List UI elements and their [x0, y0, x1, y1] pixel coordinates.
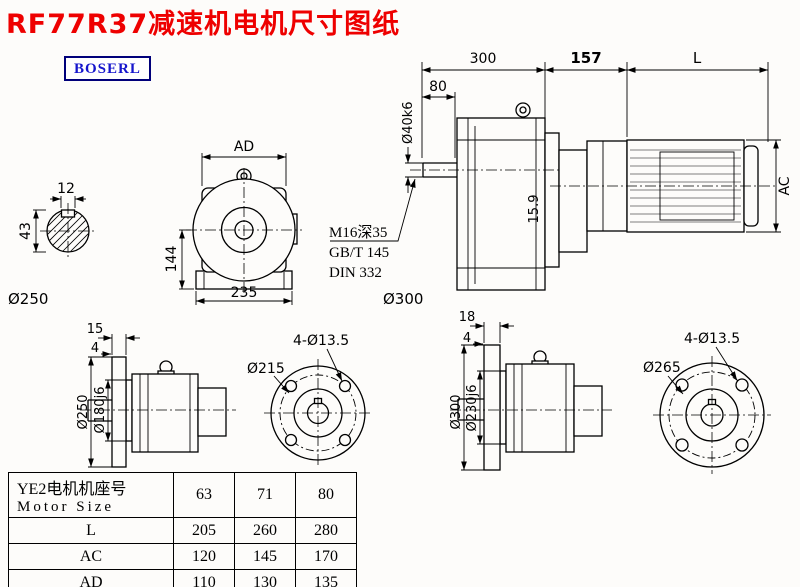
lifting-eye-icon [515, 102, 531, 118]
spigot-step [499, 370, 507, 445]
flange-view-large: 4-Ø13.5 Ø265 [643, 331, 771, 474]
dim-ad-label: AD [234, 139, 254, 155]
dim-144-label: 144 [164, 246, 180, 273]
cell-value: 110 [173, 569, 235, 587]
output-shaft [422, 162, 457, 178]
motor-size-table: YE2电机机座号 Motor Size 63 71 80 L 205 260 2… [8, 472, 357, 587]
gearbox-body [131, 373, 199, 453]
cell-value: 170 [295, 543, 357, 570]
cell-value: 130 [234, 569, 296, 587]
cell-value: 120 [173, 543, 235, 570]
flange-od-label-large: Ø300 [383, 290, 423, 308]
table-header-row: YE2电机机座号 Motor Size 63 71 80 [8, 472, 357, 518]
dim-300-label: 300 [470, 51, 497, 67]
dim-ac-label: AC [777, 176, 793, 195]
dim-flange-od-label: Ø300 [449, 394, 464, 429]
dim-4-label: 4 [463, 331, 471, 346]
motor-size-80: 80 [295, 472, 357, 518]
table-row-l: L 205 260 280 [8, 517, 357, 544]
note-gb-label: GB/T 145 [329, 245, 389, 261]
motor-size-71: 71 [234, 472, 296, 518]
side-view-small-flange: 15 4 Ø250 Ø180j6 [76, 322, 236, 468]
rear-housing [573, 385, 603, 437]
dim-4-label: 4 [91, 341, 99, 356]
bolt-circle-label: Ø215 [247, 361, 285, 377]
dim-l-label: L [693, 49, 702, 67]
main-assembly-view: 300 157 L 80 Ø40k6 15.9 AC [401, 49, 793, 291]
brand-logo: BOSERL [64, 56, 151, 81]
table-header-cell: YE2电机机座号 Motor Size [8, 472, 174, 518]
cell-value: 145 [234, 543, 296, 570]
note-thread-label: M16深35 [329, 224, 387, 241]
table-header-en: Motor Size [17, 498, 115, 515]
dim-235-label: 235 [231, 285, 258, 301]
motor-size-63: 63 [173, 472, 235, 518]
row-label: AD [8, 569, 174, 587]
page-title: RF77R37减速机电机尺寸图纸 [6, 9, 401, 40]
dim-key-height-label: 15.9 [527, 195, 542, 224]
bolt-holes-label: 4-Ø13.5 [293, 333, 349, 349]
cell-value: 205 [173, 517, 235, 544]
dim-shaft-label: Ø40k6 [401, 101, 416, 144]
table-row-ac: AC 120 145 170 [8, 543, 357, 570]
cell-value: 280 [295, 517, 357, 544]
cell-value: 135 [295, 569, 357, 587]
dim-18-label: 18 [459, 310, 476, 325]
dim-80-label: 80 [429, 79, 447, 95]
side-view-large-flange: 18 4 Ø300 Ø230j6 [449, 310, 612, 471]
cell-value: 260 [234, 517, 296, 544]
shaft-section-view: 12 43 Ø250 [8, 181, 96, 308]
rear-housing [197, 387, 227, 437]
input-flange-plate [544, 132, 560, 268]
table-header-cn: YE2电机机座号 [17, 480, 127, 498]
flange-plate [483, 344, 501, 471]
dim-spigot-label: Ø230j6 [465, 385, 480, 432]
spigot-step [125, 379, 133, 442]
flange-od-label-small: Ø250 [8, 290, 48, 308]
flange-view-small: 4-Ø13.5 Ø215 [247, 333, 372, 467]
row-label: L [8, 517, 174, 544]
note-din-label: DIN 332 [329, 265, 382, 281]
flange-plate [111, 356, 127, 468]
row-label: AC [8, 543, 174, 570]
bolt-circle-label: Ø265 [643, 360, 681, 376]
dim-157-label: 157 [570, 49, 601, 67]
brand-logo-text: BOSERL [74, 61, 141, 77]
gearbox-front-view: AD 144 235 [164, 139, 302, 305]
dim-15-label: 15 [87, 322, 104, 337]
adapter-spacer [558, 149, 588, 253]
table-row-ad: AD 110 130 135 [8, 569, 357, 587]
dim-spigot-label: Ø180j6 [93, 387, 108, 434]
gearbox-body [505, 363, 575, 453]
dim-flange-od-label: Ø250 [76, 394, 91, 429]
dim-key-width-label: 12 [57, 181, 75, 197]
thread-spec-notes: M16深35 GB/T 145 DIN 332 Ø300 [329, 178, 423, 308]
dim-43-label: 43 [18, 222, 34, 240]
bolt-holes-label: 4-Ø13.5 [684, 331, 740, 347]
gearbox-body [456, 117, 546, 291]
